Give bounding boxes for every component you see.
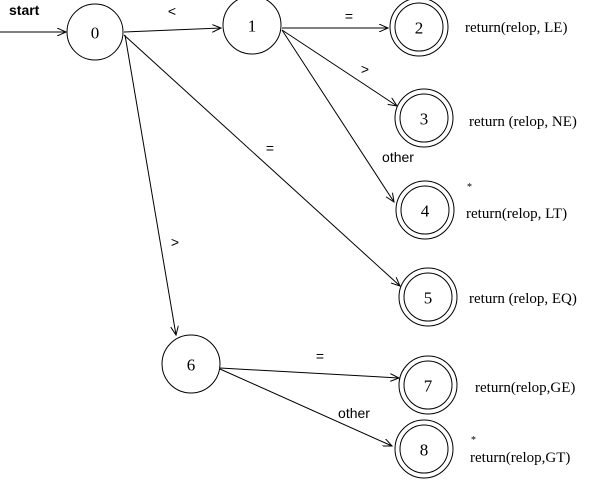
action-label-4: return(relop, LT) (466, 206, 567, 222)
state-circle-0 (66, 3, 124, 61)
transition-label-6-8: other (338, 405, 370, 421)
retract-marker-8: * (471, 435, 476, 446)
state-4: 4 (395, 180, 455, 240)
state-7: 7 (398, 355, 458, 415)
state-1: 1 (222, 0, 282, 55)
state-number-7: 7 (424, 377, 433, 396)
transition-label-0-6: > (171, 234, 179, 250)
transition-label-6-7: = (316, 348, 324, 364)
accepting-ring-8 (399, 424, 449, 474)
transition-edge-0-1 (123, 28, 221, 33)
transition-label-0-5: = (266, 140, 274, 156)
state-circle-6 (161, 334, 221, 394)
action-label-3: return (relop, NE) (469, 114, 577, 130)
state-8: 8 (394, 419, 454, 479)
action-label-8: return(relop,GT) (470, 450, 570, 466)
transition-edge-1-3 (281, 29, 397, 106)
transition-edge-6-8 (219, 368, 392, 446)
transition-edge-6-7 (219, 367, 399, 378)
start-label: start (9, 2, 40, 18)
accepting-ring-2 (394, 2, 444, 52)
state-2: 2 (389, 0, 449, 57)
accepting-ring-3 (399, 93, 449, 143)
transition-edge-1-4 (281, 29, 394, 202)
state-5: 5 (398, 267, 458, 327)
state-3: 3 (394, 88, 454, 148)
accepting-ring-5 (403, 272, 453, 322)
state-number-0: 0 (91, 24, 100, 43)
state-number-5: 5 (424, 289, 433, 308)
action-label-5: return (relop, EQ) (469, 291, 577, 307)
transition-edge-0-5 (123, 34, 400, 286)
action-label-7: return(relop,GE) (475, 380, 575, 396)
state-number-8: 8 (420, 441, 429, 460)
state-number-4: 4 (421, 202, 430, 221)
state-0: 0 (66, 3, 124, 61)
transition-label-1-3: > (361, 61, 369, 77)
transition-label-0-1: < (168, 3, 176, 19)
retract-marker-4: * (467, 182, 472, 193)
transition-edge-0-6 (124, 34, 176, 335)
accepting-ring-4 (400, 185, 450, 235)
action-label-2: return(relop, LE) (465, 20, 567, 36)
state-number-3: 3 (420, 110, 429, 129)
state-number-2: 2 (415, 19, 424, 38)
state-6: 6 (161, 334, 221, 394)
state-circle-1 (222, 0, 282, 55)
state-number-1: 1 (248, 17, 257, 36)
transition-label-1-4: other (382, 149, 414, 165)
transition-label-1-2: = (345, 8, 353, 24)
state-number-6: 6 (187, 356, 196, 375)
accepting-ring-7 (403, 360, 453, 410)
